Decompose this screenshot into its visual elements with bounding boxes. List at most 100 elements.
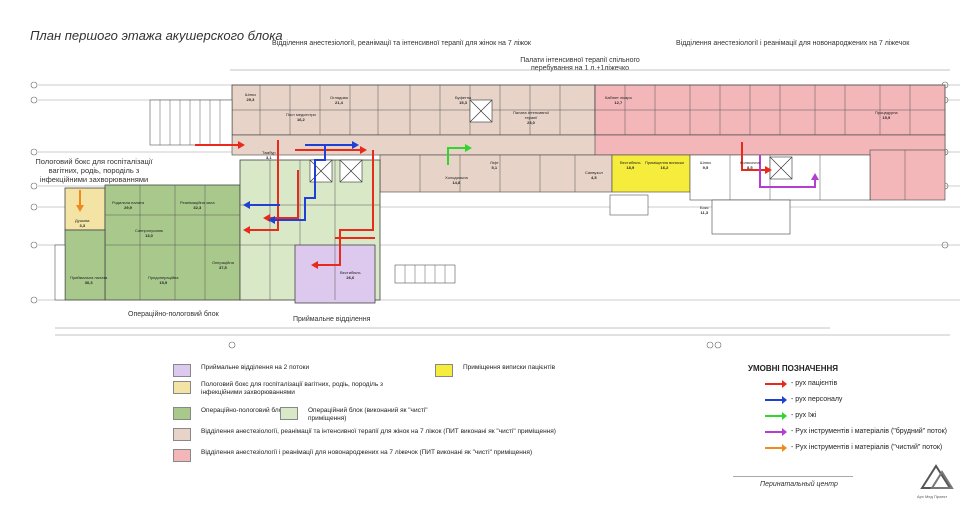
room-area: 15,3 [459,100,467,105]
room-area: 11,3 [700,210,709,215]
room-area: 4,5 [591,175,597,180]
room-area: 26,6 [346,275,355,280]
legend-label: Операційний блок (виконаний як "чисті" п… [308,407,428,422]
arrow-heads [76,141,819,269]
room-name: Палата інтенсивної терапії [513,110,549,120]
legend-item: Пологовий бокс для госпіталізації вагітн… [173,381,391,397]
stair-steps [159,100,446,283]
flow-patients [195,140,765,266]
room-area: 14,8 [452,180,461,185]
flow-staff [250,144,352,221]
key-item: - рух персоналу [765,395,843,404]
zone-service-rooms-2 [711,199,791,235]
legend-label: Операційно-пологовий блок [201,407,286,414]
dimension-lines [55,69,950,336]
legend-swatch [173,449,191,462]
zone-operating [104,184,241,301]
room-name: Санпропускник [135,228,164,233]
room-area: 21,4 [335,100,343,105]
room-area: 16,2 [660,165,669,170]
legend-swatch [280,407,298,420]
section-label-women-icu: Відділення анестезіології, реанімації та… [272,40,531,47]
key-item: - Рух інструментів і матеріалів ("брудни… [765,427,948,436]
key-label: - Рух інструментів і матеріалів ("чистий… [791,444,943,451]
room-name: Ліфт [490,160,499,165]
key-label: - Рух інструментів і матеріалів ("брудни… [791,428,948,435]
room-area: 15,9 [159,280,168,285]
room-area: 3,3 [79,223,86,228]
room-name: Душова [75,218,90,223]
room-area: 5,1 [491,165,498,170]
room-name: Буфетна [455,95,472,100]
room-name: Предопераційна [148,275,179,280]
zone-discharge [611,154,691,193]
legend-label: Приміщення виписки пацієнтів [463,364,556,371]
footer-rule [733,476,853,477]
room-partitions [105,85,945,300]
room-area: 18,9 [626,165,635,170]
room-name: Шлюз [245,92,256,97]
logo-icon [920,464,954,489]
room-name: Тамбур [262,150,276,155]
legend-item: Відділення анестезіології, реанімації та… [173,428,561,441]
legend-item: Приймальне відділення на 2 потоки [173,364,341,377]
room-name: Кабінет лікаря [605,95,632,100]
key-arrow-icon [765,443,787,452]
key-item: - Рух інструментів і матеріалів ("чистий… [765,443,943,452]
room-area: 12,7 [614,100,623,105]
key-item: - рух пацієнтів [765,379,837,388]
room-name: Оглядова [330,95,348,100]
legend-item: Операційно-пологовий блок [173,407,321,420]
key-arrow-icon [765,427,787,436]
room-name: Вестибюль [620,160,641,165]
room-area: 30,3 [84,280,93,285]
section-label-isolation-box: Пологовий бокс для госпіталізації вагітн… [35,157,153,184]
room-name: Пост медсестри [286,112,316,117]
legend-label: Відділення анестезіології, реанімації та… [201,428,556,435]
section-label-icu-rooms: Палати інтенсивної терапії спільного пер… [520,57,640,72]
key-label: - рух їжі [791,412,817,419]
key-arrow-icon [765,395,787,404]
key-label: - рух персоналу [791,396,843,403]
room-area: 23,0 [527,120,535,125]
room-name: Санвузол [585,170,603,175]
room-area: 29,9 [124,205,132,210]
room-area: 13,0 [145,233,153,238]
room-name: Приміщення виписки [645,160,684,165]
flow-dirty [759,155,816,188]
key-title: УМОВНІ ПОЗНАЧЕННЯ [748,364,839,373]
logo-text: Арх Мед Проект [917,494,948,499]
flow-food [447,147,465,165]
room-area: 8,5 [747,165,753,170]
zone-neonatal-lower [869,149,946,201]
room-name: Холодильна [445,175,468,180]
room-name: Операційна [212,260,234,265]
room-area: 16,2 [296,117,305,122]
room-area: 29,3 [246,97,255,102]
legend-swatch [173,381,191,394]
room-name: Родильна палата [112,200,145,205]
legend-item: Приміщення виписки пацієнтів [435,364,603,377]
section-label-neonatal-icu: Відділення анестезіології і реанімації д… [676,40,910,47]
room-area: 37,5 [219,265,227,270]
legend-swatch [173,407,191,420]
section-label-operating-block: Операційно-пологовий блок [128,311,219,318]
